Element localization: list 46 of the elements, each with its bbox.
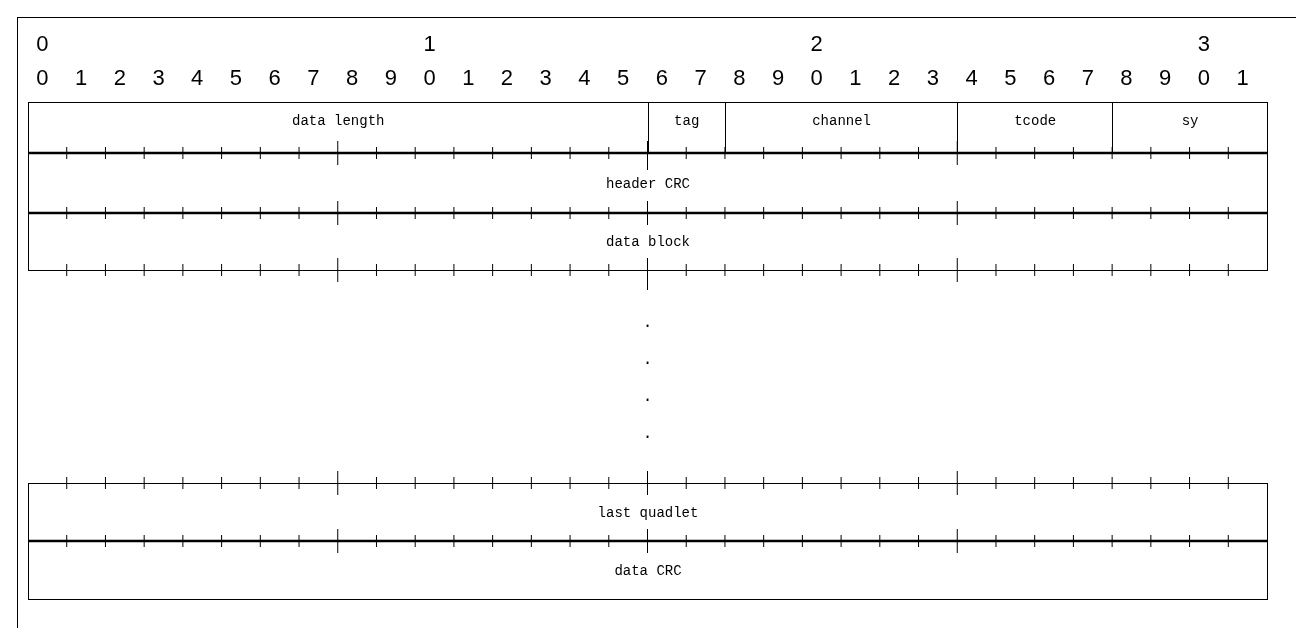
bit-number: 9 xyxy=(384,67,397,89)
bit-number: 2 xyxy=(888,67,901,89)
bit-number: 1 xyxy=(849,67,862,89)
bit-number: 3 xyxy=(926,67,939,89)
bit-number: 4 xyxy=(965,67,978,89)
bit-number: 6 xyxy=(268,67,281,89)
bit-number: 4 xyxy=(191,67,204,89)
bit-number: 0 xyxy=(1197,67,1211,89)
bit-number: 0 xyxy=(36,33,49,55)
packet-field: data block xyxy=(28,213,1268,271)
bit-number: 5 xyxy=(1004,67,1017,89)
bit-number: 0 xyxy=(810,67,823,89)
bit-number: 2 xyxy=(810,33,823,55)
bit-number: 2 xyxy=(500,67,514,89)
bit-number: 5 xyxy=(617,67,630,89)
ellipsis-dot: . xyxy=(642,315,653,331)
packet-field: data length xyxy=(28,102,649,154)
bit-number: 6 xyxy=(1042,67,1056,89)
bit-number: 3 xyxy=(152,67,165,89)
bit-number: 1 xyxy=(1236,67,1249,89)
bit-number: 1 xyxy=(423,33,436,55)
bit-number: 5 xyxy=(229,67,243,89)
bit-number: 7 xyxy=(1081,67,1094,89)
bit-number: 0 xyxy=(36,67,49,89)
bit-number: 4 xyxy=(578,67,591,89)
bit-number: 2 xyxy=(113,67,126,89)
packet-field: last quadlet xyxy=(28,483,1268,542)
packet-field: sy xyxy=(1112,102,1268,154)
packet-field: data CRC xyxy=(28,541,1268,600)
ellipsis-dot: . xyxy=(642,352,653,368)
bit-number: 8 xyxy=(733,67,746,89)
bit-number: 7 xyxy=(307,67,320,89)
bit-number: 9 xyxy=(771,67,785,89)
bit-number: 3 xyxy=(1197,33,1211,55)
bit-number: 6 xyxy=(655,67,668,89)
bit-number: 8 xyxy=(1120,67,1133,89)
bit-number: 9 xyxy=(1159,67,1172,89)
ellipsis-dot: . xyxy=(642,389,653,405)
bit-number: 1 xyxy=(74,67,88,89)
ellipsis-dot: . xyxy=(642,426,653,442)
bit-number: 8 xyxy=(346,67,359,89)
bit-number: 3 xyxy=(539,67,552,89)
bit-number: 1 xyxy=(462,67,475,89)
bit-number: 0 xyxy=(423,67,436,89)
bit-number: 7 xyxy=(694,67,707,89)
packet-field: header CRC xyxy=(28,153,1268,214)
